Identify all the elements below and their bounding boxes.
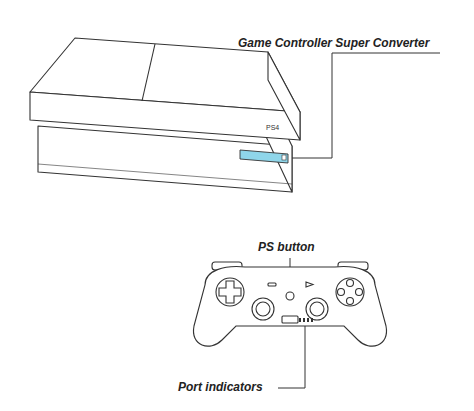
- port-led: [311, 318, 313, 322]
- dongle-body: [240, 150, 288, 163]
- converter-dongle: [240, 150, 288, 163]
- ps-button: [286, 292, 294, 300]
- callout-label: Game Controller Super Converter: [238, 36, 429, 51]
- dongle-port: [282, 155, 286, 160]
- usb-port: [282, 316, 298, 323]
- port-indicator-leader: [278, 326, 305, 388]
- dpad-well: [216, 278, 244, 306]
- port-indicator-leds: [299, 318, 313, 322]
- controller: [193, 262, 386, 346]
- face-button: [356, 289, 363, 296]
- ps4-console: [30, 38, 300, 192]
- console-top-divider: [142, 44, 155, 101]
- select-button: [268, 283, 276, 286]
- left-stick: [256, 302, 270, 316]
- dpad: [219, 281, 241, 303]
- face-button-well: [336, 278, 364, 306]
- left-stick-ring: [252, 298, 274, 320]
- start-button: [306, 282, 313, 287]
- callout-label: Port indicators: [178, 380, 263, 395]
- console-logo: PS4: [266, 124, 279, 132]
- port-led: [307, 318, 309, 322]
- port-led: [303, 318, 305, 322]
- controller-body: [193, 267, 386, 347]
- console-vent-line: [38, 164, 292, 184]
- right-stick: [310, 302, 324, 316]
- face-button: [338, 289, 345, 296]
- right-stick-ring: [306, 298, 328, 320]
- callout-label: PS button: [258, 240, 315, 255]
- converter-leader: [292, 53, 440, 158]
- face-button: [347, 280, 354, 287]
- port-led: [299, 318, 301, 322]
- face-button: [347, 298, 354, 305]
- console-upper-front: [30, 92, 300, 140]
